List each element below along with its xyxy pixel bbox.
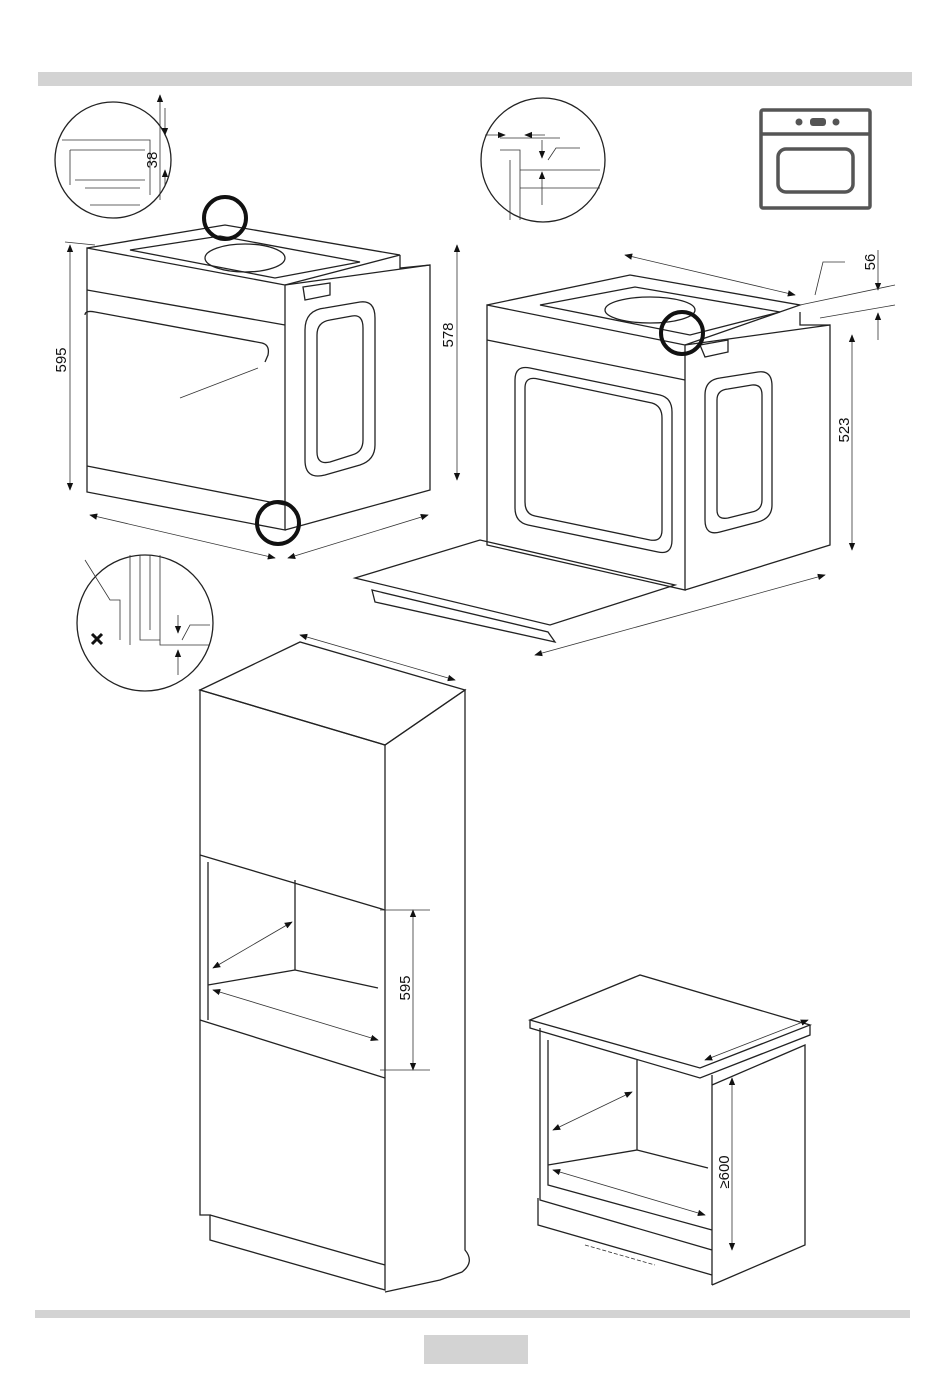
oven-front-view <box>84 224 431 531</box>
oven-dimension-lines: 595 578 <box>53 241 461 560</box>
dimension-label-595-cabinet: 595 <box>397 975 414 1000</box>
page-number-box <box>424 1335 528 1364</box>
inset-detail-top-left: 38 <box>54 94 172 219</box>
dimension-label-595-oven: 595 <box>53 347 70 372</box>
open-oven-dimension-lines: 523 56 <box>534 250 896 657</box>
bottom-footer-band <box>35 1310 910 1318</box>
dimension-label-578: 578 <box>440 322 457 347</box>
dimension-label-38: 38 <box>144 152 161 169</box>
dimension-label-min-600: ≥600 <box>716 1155 733 1188</box>
highlight-circle-right <box>659 310 705 356</box>
base-cabinet: ≥600 <box>528 974 813 1286</box>
inset-detail-bottom-left <box>76 554 214 692</box>
tall-cabinet: 595 <box>198 633 470 1293</box>
highlight-circle-top <box>202 195 248 241</box>
highlight-circle-bottom <box>255 500 301 546</box>
top-header-band <box>38 72 912 86</box>
inset-detail-top-right <box>480 97 606 223</box>
oven-open-door-view <box>352 274 831 643</box>
dimension-label-56: 56 <box>862 254 879 271</box>
dimension-label-523: 523 <box>836 417 853 442</box>
built-in-oven-icon <box>759 108 872 210</box>
tilt-correction-x-icon <box>90 632 104 646</box>
